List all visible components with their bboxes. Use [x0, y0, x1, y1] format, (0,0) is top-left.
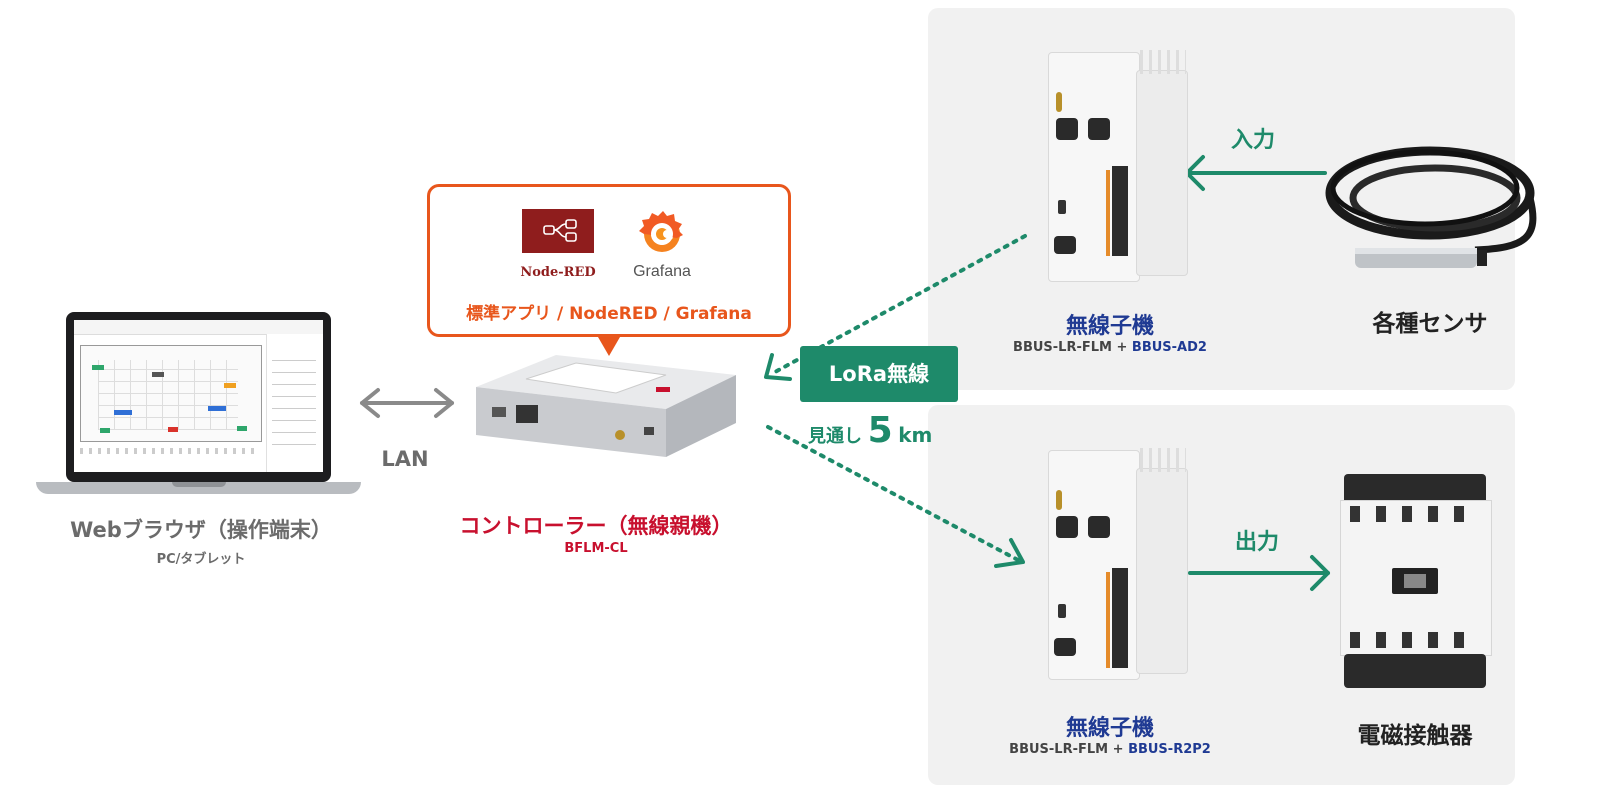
range-value: 5 — [867, 410, 893, 451]
lora-link-top-head — [764, 353, 792, 381]
browser-screenshot — [74, 320, 323, 472]
contactor-image — [1340, 470, 1492, 690]
controller-title: コントローラー（無線親機） — [459, 514, 733, 538]
lora-link-top — [773, 234, 1027, 374]
lora-link-bottom — [766, 425, 1020, 562]
top-node-plus: + — [1116, 340, 1128, 355]
lan-arrow — [360, 388, 454, 418]
grafana-label: Grafana — [633, 263, 691, 280]
bottom-node-plus: + — [1112, 742, 1124, 757]
grafana-logo — [636, 207, 688, 259]
output-arrow — [1188, 555, 1330, 591]
lan-label: LAN — [381, 447, 429, 471]
laptop-screen — [66, 312, 331, 482]
laptop-title: Webブラウザ（操作端末） — [70, 518, 332, 542]
top-node-model-base: BBUS-LR-FLM — [1013, 340, 1112, 355]
range-unit: km — [898, 423, 933, 447]
controller-model: BFLM-CL — [564, 541, 628, 556]
laptop-subtitle: PC/タブレット — [156, 552, 246, 567]
laptop-base — [36, 482, 361, 494]
app-callout-box: Node-RED Grafana 標準アプリ / NodeRED / Grafa… — [427, 184, 791, 337]
app-caption: 標準アプリ / NodeRED / Grafana — [466, 304, 752, 324]
lora-badge: LoRa無線 — [800, 346, 958, 402]
top-node-device — [1040, 40, 1190, 282]
lora-range: 見通し 5 km — [808, 410, 968, 460]
output-label: 出力 — [1234, 530, 1279, 555]
bottom-node-device — [1040, 438, 1190, 680]
sensor-label: 各種センサ — [1372, 311, 1488, 337]
top-node-title: 無線子機 — [1065, 314, 1154, 339]
nodered-label: Node-RED — [520, 265, 596, 280]
sensor-image — [1325, 138, 1555, 288]
top-node-panel — [928, 8, 1515, 390]
bottom-node-model-option: BBUS-R2P2 — [1128, 742, 1211, 757]
input-arrow — [1185, 155, 1327, 191]
top-node-model: BBUS-LR-FLM + BBUS-AD2 — [960, 340, 1260, 355]
nodered-logo — [522, 209, 594, 253]
callout-pointer — [598, 337, 620, 356]
lora-link-bottom-head — [994, 538, 1025, 568]
input-label: 入力 — [1230, 128, 1275, 153]
laptop-notch — [172, 482, 226, 487]
contactor-label: 電磁接触器 — [1357, 723, 1473, 749]
bottom-node-title: 無線子機 — [1065, 716, 1154, 741]
top-node-model-option: BBUS-AD2 — [1131, 340, 1207, 355]
bottom-node-model: BBUS-LR-FLM + BBUS-R2P2 — [960, 742, 1260, 757]
controller-device — [466, 347, 746, 467]
range-prefix: 見通し — [808, 426, 862, 447]
bottom-node-model-base: BBUS-LR-FLM — [1009, 742, 1109, 757]
